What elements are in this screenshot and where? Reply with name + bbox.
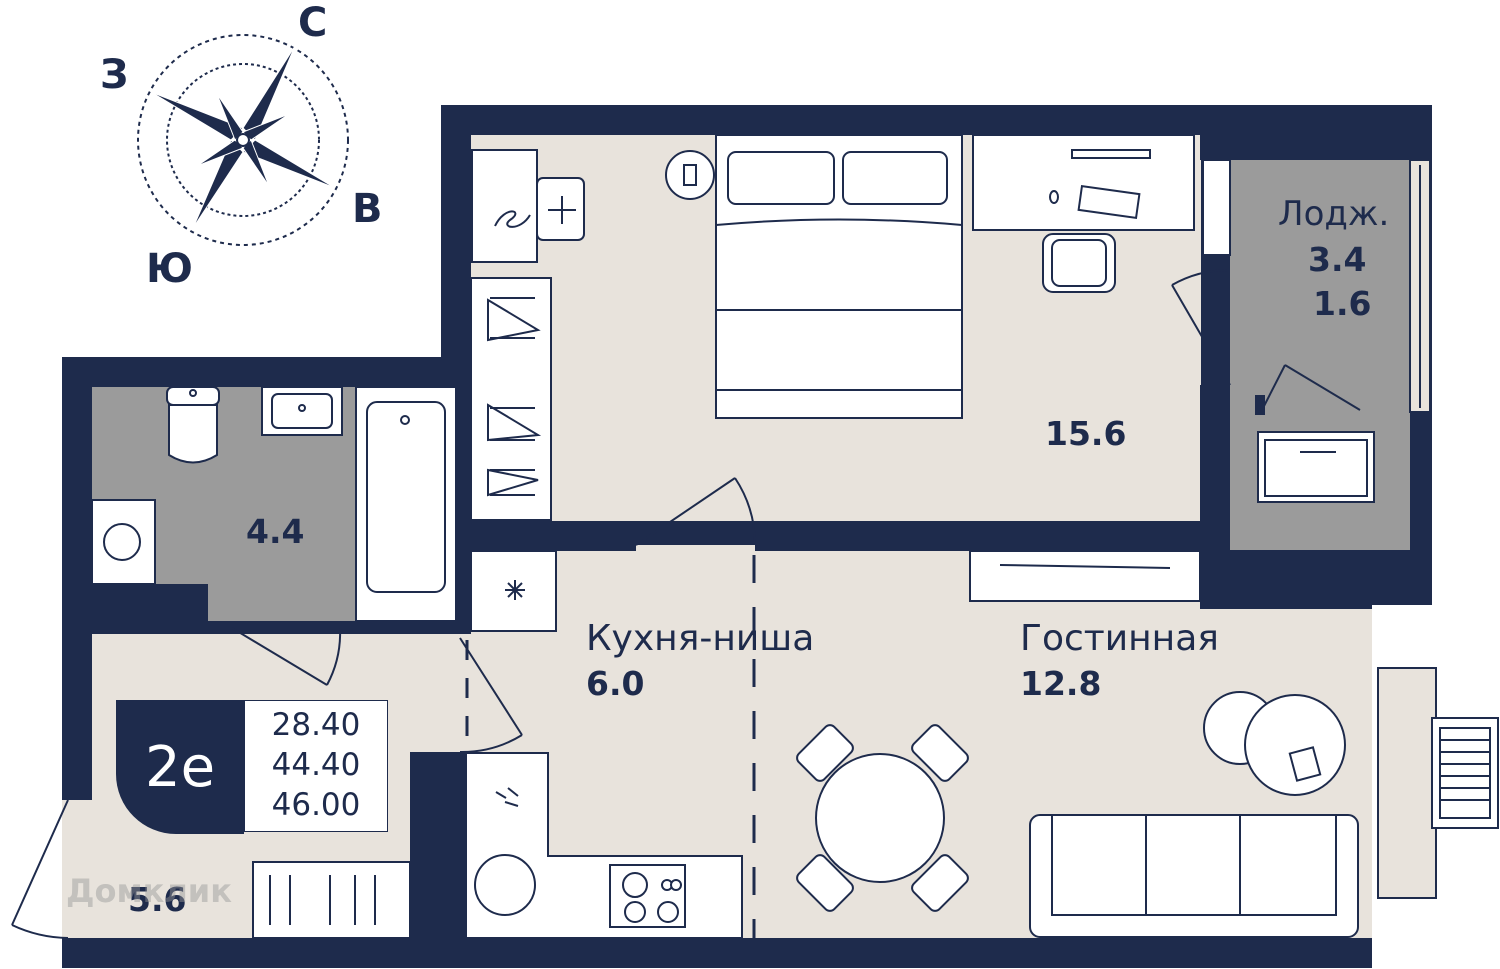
total-area-value: 44.40: [271, 747, 361, 783]
kitchen-name: Кухня-ниша: [586, 618, 815, 659]
compass-south-label: Ю: [146, 246, 193, 292]
loggia-name: Лодж.: [1278, 194, 1390, 234]
compass-east-label: В: [352, 186, 383, 232]
apartment-areas: 28.40 44.40 46.00: [244, 700, 388, 832]
compass-rose: [137, 34, 349, 246]
hall-furniture: [252, 861, 411, 939]
living-furniture: [796, 550, 1499, 938]
living-room-area: 12.8: [1020, 664, 1102, 703]
living-area-value: 28.40: [271, 707, 361, 743]
bathroom-fixtures: [91, 386, 457, 622]
apartment-badge: 2е 28.40 44.40 46.00: [116, 700, 390, 834]
kitchen-fixtures: [465, 550, 743, 939]
watermark: Домклик: [66, 872, 232, 910]
doors: [11, 268, 1361, 939]
apartment-type-code: 2е: [116, 700, 244, 834]
living-room-name: Гостинная: [1020, 618, 1219, 659]
bedroom-area: 15.6: [1045, 414, 1127, 453]
compass-north-label: С: [298, 0, 328, 46]
loggia-area: 3.4: [1308, 240, 1367, 279]
inner-walls: [92, 135, 1230, 938]
loggia-fixtures: [1257, 159, 1431, 503]
kitchen-area: 6.0: [586, 664, 645, 703]
bedroom-furniture: [470, 134, 1231, 521]
total-with-loggia-value: 46.00: [271, 787, 361, 823]
hall-area: 5.6: [128, 880, 187, 919]
bathroom-area: 4.4: [246, 512, 305, 551]
loggia-area-reduced: 1.6: [1313, 284, 1372, 323]
compass-west-label: З: [100, 52, 129, 98]
